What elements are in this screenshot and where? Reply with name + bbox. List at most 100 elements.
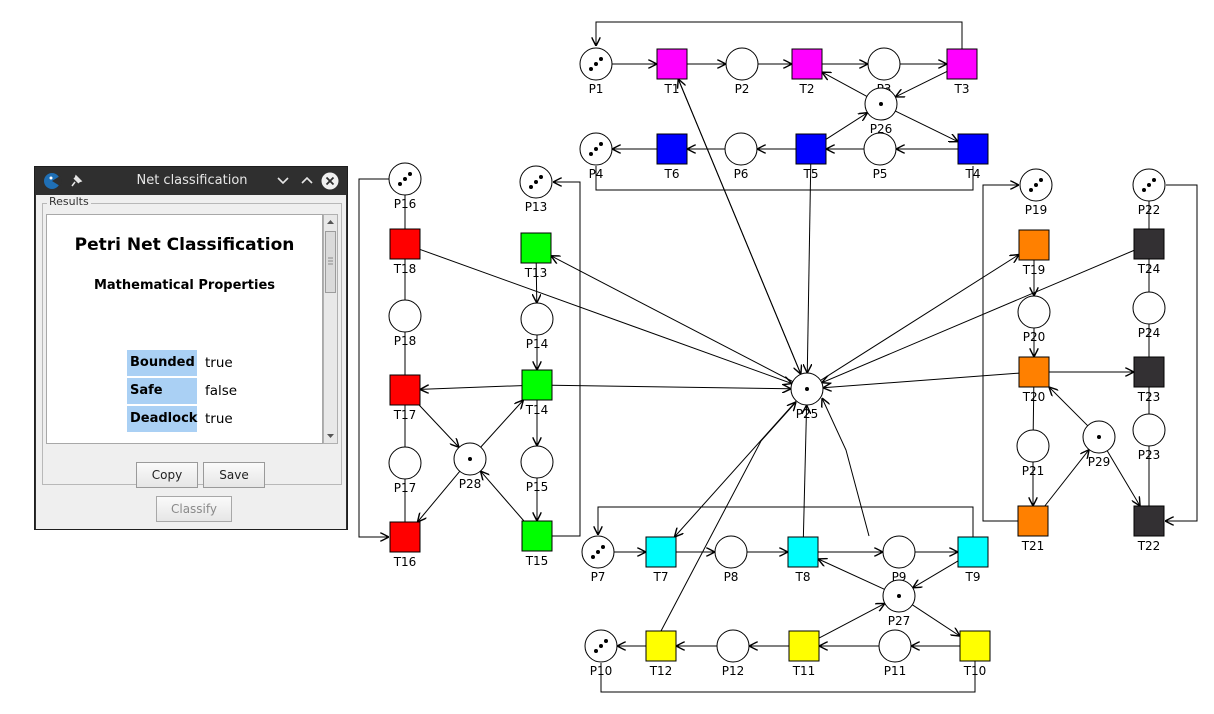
place-circle[interactable] (520, 445, 554, 479)
transition-t20[interactable]: T20 (1018, 356, 1050, 404)
place-p12[interactable]: P12 (716, 629, 750, 678)
place-circle[interactable] (1017, 295, 1051, 329)
arc-T12-P25[interactable] (660, 402, 796, 632)
arc-T10-P10[interactable] (600, 661, 976, 693)
place-circle[interactable] (1132, 291, 1166, 325)
place-circle[interactable] (1016, 429, 1050, 463)
transition-box[interactable] (795, 133, 827, 165)
transition-box[interactable] (389, 228, 421, 260)
results-scrollbar[interactable] (323, 214, 338, 444)
place-p21[interactable]: P21 (1016, 429, 1050, 478)
transition-t8[interactable]: T8 (787, 536, 819, 584)
transition-t21[interactable]: T21 (1017, 505, 1049, 553)
place-circle[interactable] (867, 47, 901, 81)
transition-box[interactable] (521, 369, 553, 401)
arc-P25-T19[interactable] (820, 255, 1019, 381)
transition-box[interactable] (1133, 356, 1165, 388)
arc-T8-P25-loop[interactable] (822, 398, 870, 537)
transition-t6[interactable]: T6 (656, 133, 688, 181)
arc-T3-P26[interactable] (895, 70, 948, 97)
transition-t22[interactable]: T22 (1133, 505, 1165, 553)
transition-box[interactable] (1017, 505, 1049, 537)
transition-box[interactable] (520, 232, 552, 264)
place-p27[interactable]: P27 (882, 579, 916, 628)
place-circle[interactable] (714, 535, 748, 569)
arc-P29-T22[interactable] (1106, 450, 1140, 506)
arc-T14-T17[interactable] (420, 386, 523, 390)
transition-t1[interactable]: T1 (656, 48, 688, 96)
arc-T3-P1[interactable] (596, 21, 963, 49)
place-circle[interactable] (520, 302, 554, 336)
transition-t15[interactable]: T15 (521, 520, 553, 568)
place-p13[interactable]: P13 (519, 165, 553, 214)
transition-box[interactable] (791, 48, 823, 80)
transition-box[interactable] (645, 630, 677, 662)
place-p29[interactable]: P29 (1082, 420, 1116, 469)
arc-P26-T2[interactable] (822, 72, 868, 97)
place-circle[interactable] (388, 446, 422, 480)
transition-box[interactable] (389, 374, 421, 406)
place-circle[interactable] (725, 47, 759, 81)
arc-T20-P21[interactable] (1032, 386, 1035, 431)
place-p26[interactable]: P26 (864, 87, 898, 136)
transition-t17[interactable]: T17 (389, 374, 421, 422)
arc-T14-P25[interactable] (551, 385, 791, 389)
transition-box[interactable] (959, 630, 991, 662)
arc-T15-P28[interactable] (481, 471, 525, 522)
place-p28[interactable]: P28 (453, 442, 487, 491)
transition-box[interactable] (788, 630, 820, 662)
transition-t4[interactable]: T4 (957, 133, 989, 181)
transition-box[interactable] (787, 536, 819, 568)
arc-P25-T13[interactable] (551, 256, 794, 383)
place-p14[interactable]: P14 (520, 302, 554, 351)
arc-P16-T16[interactable] (358, 178, 390, 537)
arc-T24-P25[interactable] (822, 249, 1135, 382)
place-p24[interactable]: P24 (1132, 291, 1166, 340)
minimize-icon[interactable] (275, 172, 291, 188)
transition-box[interactable] (656, 133, 688, 165)
transition-t5[interactable]: T5 (795, 133, 827, 181)
place-p1[interactable]: P1 (579, 47, 613, 96)
arc-P27-T8[interactable] (818, 559, 885, 590)
arc-P28-T16[interactable] (418, 470, 461, 522)
transition-t10[interactable]: T10 (959, 630, 991, 678)
transition-box[interactable] (656, 48, 688, 80)
arc-P25-T1[interactable] (678, 79, 802, 375)
arc-T21-P29[interactable] (1044, 450, 1089, 507)
place-p25[interactable]: P25 (790, 372, 824, 421)
classify-button[interactable]: Classify (156, 496, 232, 522)
arc-P28-T14[interactable] (480, 400, 524, 448)
transition-box[interactable] (957, 133, 989, 165)
arc-P22-T22[interactable] (1165, 184, 1198, 521)
transition-box[interactable] (1018, 356, 1050, 388)
place-circle[interactable] (388, 299, 422, 333)
arc-P26-T4[interactable] (895, 110, 958, 142)
arc-T17-P28[interactable] (418, 404, 459, 447)
place-p19[interactable]: P19 (1019, 168, 1053, 217)
place-circle[interactable] (863, 132, 897, 166)
transition-box[interactable] (1018, 229, 1050, 261)
arc-T4-P4[interactable] (595, 166, 974, 191)
place-p9[interactable]: P9 (882, 535, 916, 584)
transition-t24[interactable]: T24 (1133, 228, 1165, 276)
save-button[interactable]: Save (203, 462, 265, 488)
place-p17[interactable]: P17 (388, 446, 422, 495)
place-circle[interactable] (882, 535, 916, 569)
place-p6[interactable]: P6 (724, 132, 758, 181)
transition-t23[interactable]: T23 (1133, 356, 1165, 404)
place-p4[interactable]: P4 (579, 132, 613, 181)
transition-box[interactable] (946, 48, 978, 80)
place-circle[interactable] (724, 132, 758, 166)
place-p15[interactable]: P15 (520, 445, 554, 494)
place-p5[interactable]: P5 (863, 132, 897, 181)
place-p11[interactable]: P11 (878, 629, 912, 678)
arc-T9-P27[interactable] (913, 560, 959, 588)
place-p10[interactable]: P10 (584, 629, 618, 678)
scroll-up-icon[interactable] (324, 215, 337, 229)
results-text-area[interactable]: Petri Net Classification Mathematical Pr… (46, 214, 323, 444)
arc-T20-P25[interactable] (823, 372, 1020, 388)
place-p8[interactable]: P8 (714, 535, 748, 584)
transition-box[interactable] (957, 536, 989, 568)
arc-T13-P14[interactable] (536, 262, 537, 303)
transition-box[interactable] (389, 521, 421, 553)
